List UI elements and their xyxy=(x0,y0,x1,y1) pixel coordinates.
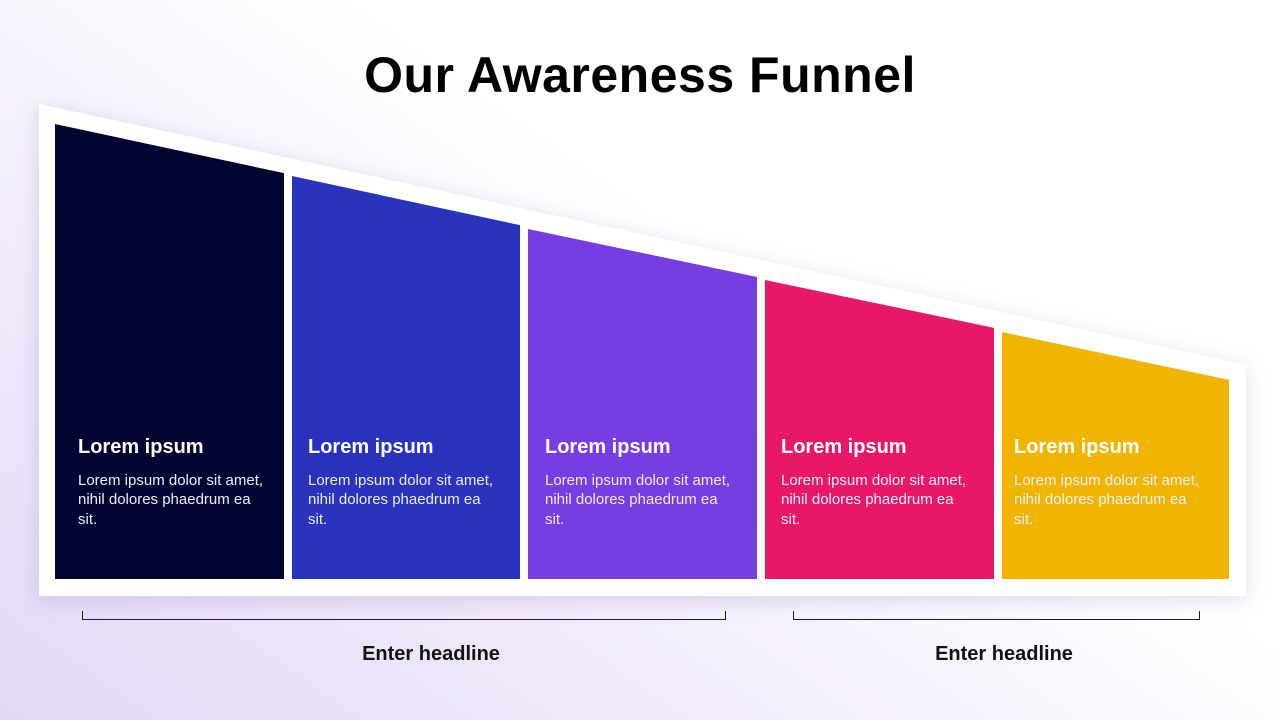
stage-text: Lorem ipsum dolor sit amet, nihil dolore… xyxy=(781,471,967,528)
stage-text: Lorem ipsum dolor sit amet, nihil dolore… xyxy=(545,471,731,528)
stage-text: Lorem ipsum dolor sit amet, nihil dolore… xyxy=(1014,471,1200,528)
stage-text: Lorem ipsum dolor sit amet, nihil dolore… xyxy=(78,471,264,528)
stage-heading: Lorem ipsum xyxy=(308,436,434,458)
stage-heading: Lorem ipsum xyxy=(781,436,907,458)
group-headline-2: Enter headline xyxy=(935,643,1073,665)
funnel-stage-1: Lorem ipsum Lorem ipsum dolor sit amet, … xyxy=(55,124,284,579)
stage-heading: Lorem ipsum xyxy=(545,436,671,458)
funnel-stage-3: Lorem ipsum Lorem ipsum dolor sit amet, … xyxy=(528,229,757,579)
stage-heading: Lorem ipsum xyxy=(1014,436,1140,458)
funnel-stage-5: Lorem ipsum Lorem ipsum dolor sit amet, … xyxy=(1002,332,1229,579)
stage-text: Lorem ipsum dolor sit amet, nihil dolore… xyxy=(308,471,494,528)
group-bracket-1 xyxy=(82,611,726,620)
funnel-stage-2: Lorem ipsum Lorem ipsum dolor sit amet, … xyxy=(292,176,520,579)
group-bracket-2 xyxy=(793,611,1200,620)
group-headline-1: Enter headline xyxy=(362,643,500,665)
slide-title: Our Awareness Funnel xyxy=(364,47,916,103)
funnel-stage-4: Lorem ipsum Lorem ipsum dolor sit amet, … xyxy=(765,280,994,579)
stage-heading: Lorem ipsum xyxy=(78,436,204,458)
